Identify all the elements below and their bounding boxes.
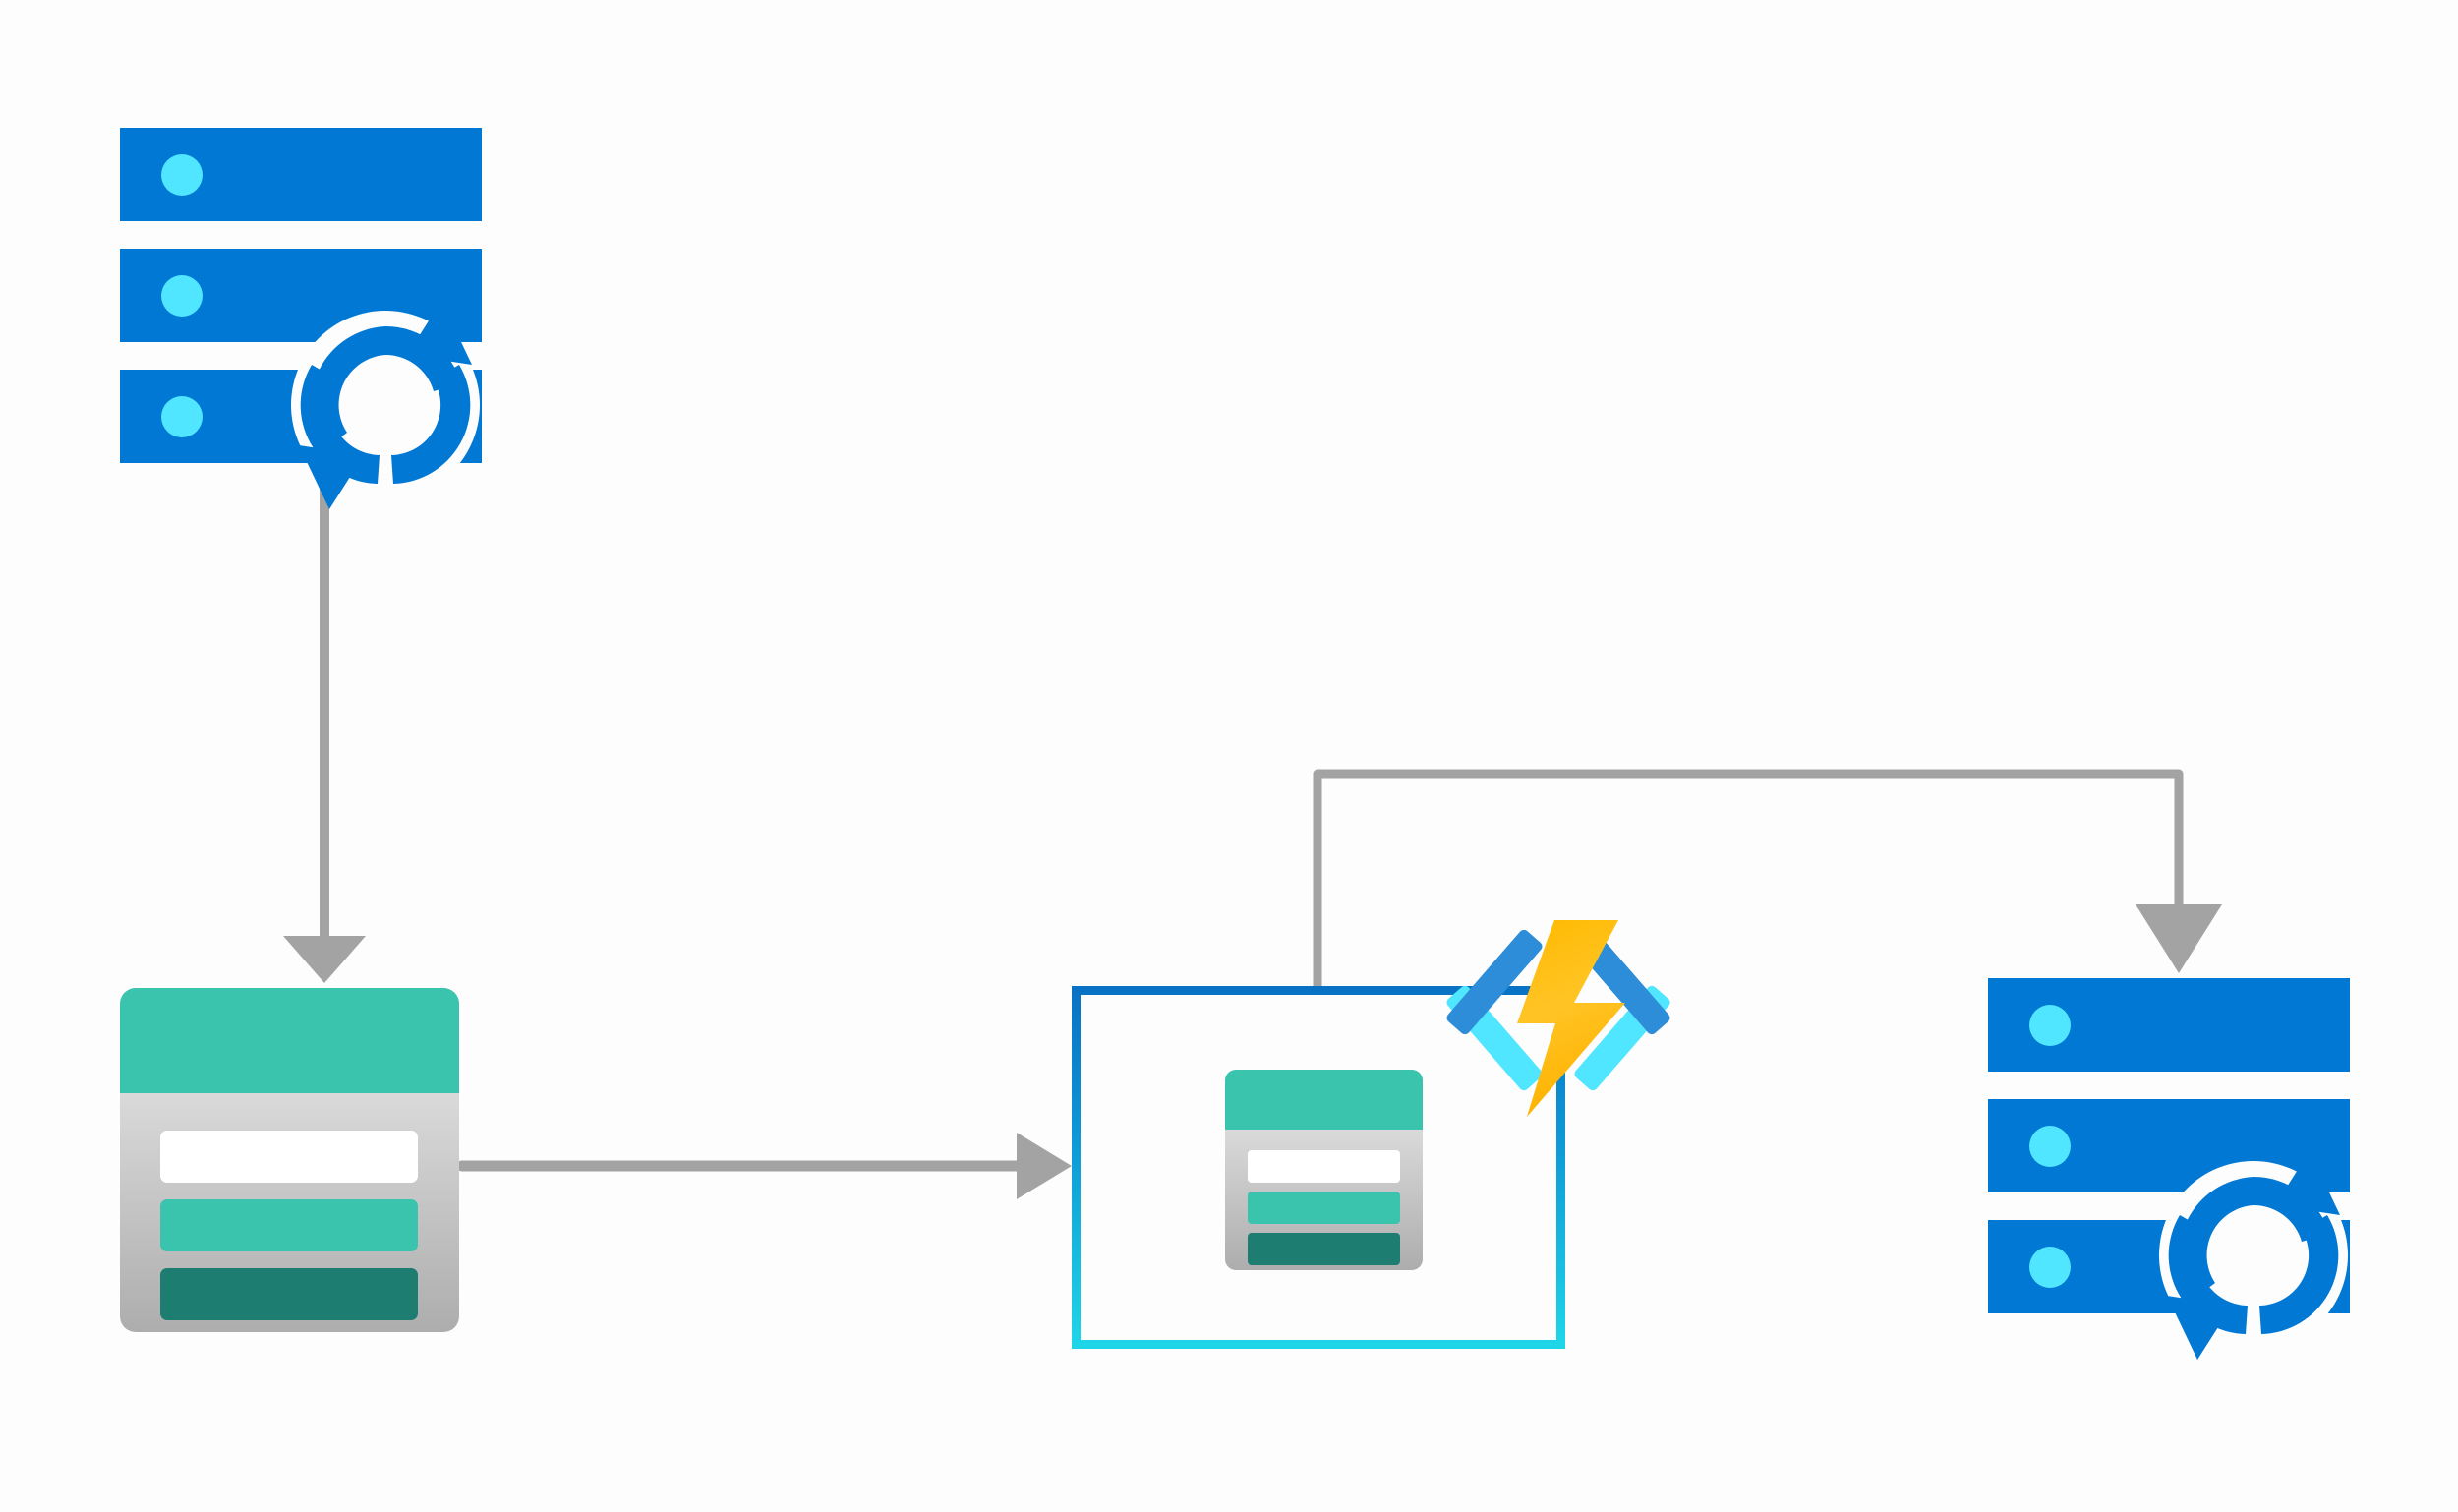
server-stack-icon	[120, 128, 482, 463]
sync-icon	[2167, 1151, 2340, 1360]
table-form-icon-small	[1225, 1070, 1423, 1270]
server-stack-icon	[1988, 978, 2350, 1313]
node-target-database-server[interactable]	[1988, 978, 2350, 1360]
connector-function-to-target-server	[1313, 769, 2222, 994]
sync-icon	[299, 301, 472, 509]
lightning-bolt-icon	[1517, 920, 1625, 1117]
connector-source-server-to-table	[283, 479, 366, 983]
node-source-data-table[interactable]	[120, 988, 459, 1332]
node-azure-function-app[interactable]	[1072, 920, 1672, 1349]
connector-table-to-function	[456, 1133, 1072, 1199]
table-form-icon	[120, 988, 459, 1332]
function-app-boundary	[1072, 986, 1565, 1349]
node-source-database-server[interactable]	[120, 128, 482, 509]
azure-functions-icon	[1446, 920, 1670, 1117]
